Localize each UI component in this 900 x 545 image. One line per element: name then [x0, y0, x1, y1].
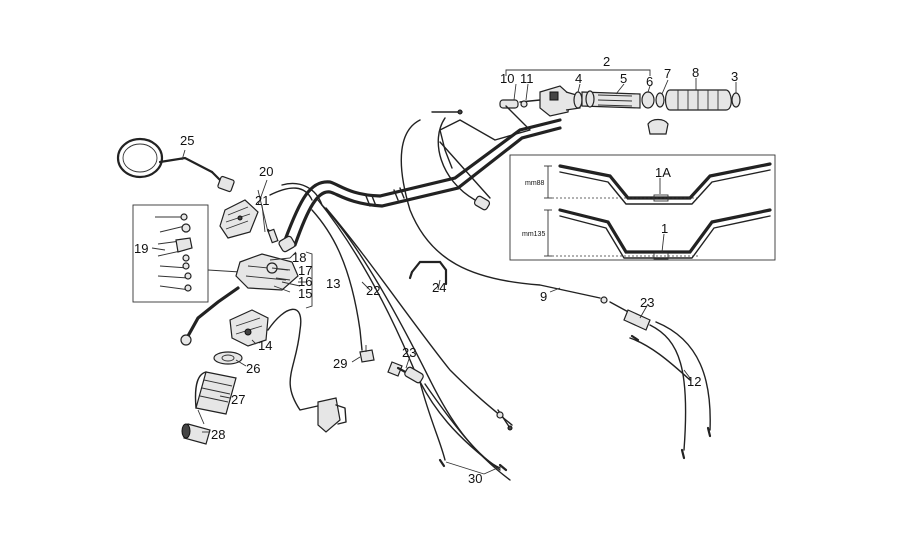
callout-8: 8: [692, 65, 699, 80]
callout-4: 4: [575, 71, 582, 86]
callout-1: 1: [661, 221, 668, 236]
callout-14: 14: [258, 338, 272, 353]
callout-1a: 1A: [655, 165, 671, 180]
dimension-135: mm135: [522, 231, 545, 238]
callout-16: 16: [298, 274, 312, 289]
callout-labels: 2 10 11 4 5 6 7 8 3 25 20 21 19 18 17 16…: [134, 54, 738, 486]
callout-13: 13: [326, 276, 340, 291]
callout-24: 24: [432, 280, 446, 295]
callout-2: 2: [603, 54, 610, 69]
callout-9: 9: [540, 289, 547, 304]
callout-22: 22: [366, 283, 380, 298]
inset-box-19: [132, 204, 241, 303]
dimension-88: mm88: [525, 180, 545, 187]
callout-21: 21: [255, 193, 269, 208]
callout-23-right: 23: [640, 295, 654, 310]
handlebar: [278, 118, 562, 253]
callout-19: 19: [134, 241, 148, 256]
callout-29: 29: [333, 356, 347, 371]
bracket-29: [359, 345, 375, 363]
callout-3: 3: [731, 69, 738, 84]
callout-17: 17: [298, 263, 312, 278]
handlebar-inset: [509, 154, 776, 261]
throttle-assembly: [499, 85, 741, 135]
callout-18: 18: [292, 250, 306, 265]
switch-block-lower: [229, 309, 269, 347]
cables-center: [269, 117, 601, 481]
leader-lines: [151, 78, 737, 475]
mirror: [116, 137, 235, 193]
cables-right: [600, 296, 712, 460]
callout-28: 28: [211, 427, 225, 442]
switch-housing-upper: [219, 199, 259, 239]
callout-23-lower: 23: [402, 345, 416, 360]
callout-26: 26: [246, 361, 260, 376]
callout-10: 10: [500, 71, 514, 86]
callout-6: 6: [646, 74, 653, 89]
callout-7: 7: [664, 66, 671, 81]
callout-25: 25: [180, 133, 194, 148]
callout-20: 20: [259, 164, 273, 179]
clip-24: [408, 260, 448, 286]
callout-15: 15: [298, 286, 312, 301]
callout-12: 12: [687, 374, 701, 389]
callout-11: 11: [520, 71, 534, 86]
left-grip: [181, 351, 243, 445]
callout-5: 5: [620, 71, 627, 86]
callout-30: 30: [468, 471, 482, 486]
callout-27: 27: [231, 392, 245, 407]
clutch-lever-assembly: [180, 251, 301, 346]
connector-plug: [317, 397, 347, 433]
adjuster-23-lower: [387, 361, 424, 384]
